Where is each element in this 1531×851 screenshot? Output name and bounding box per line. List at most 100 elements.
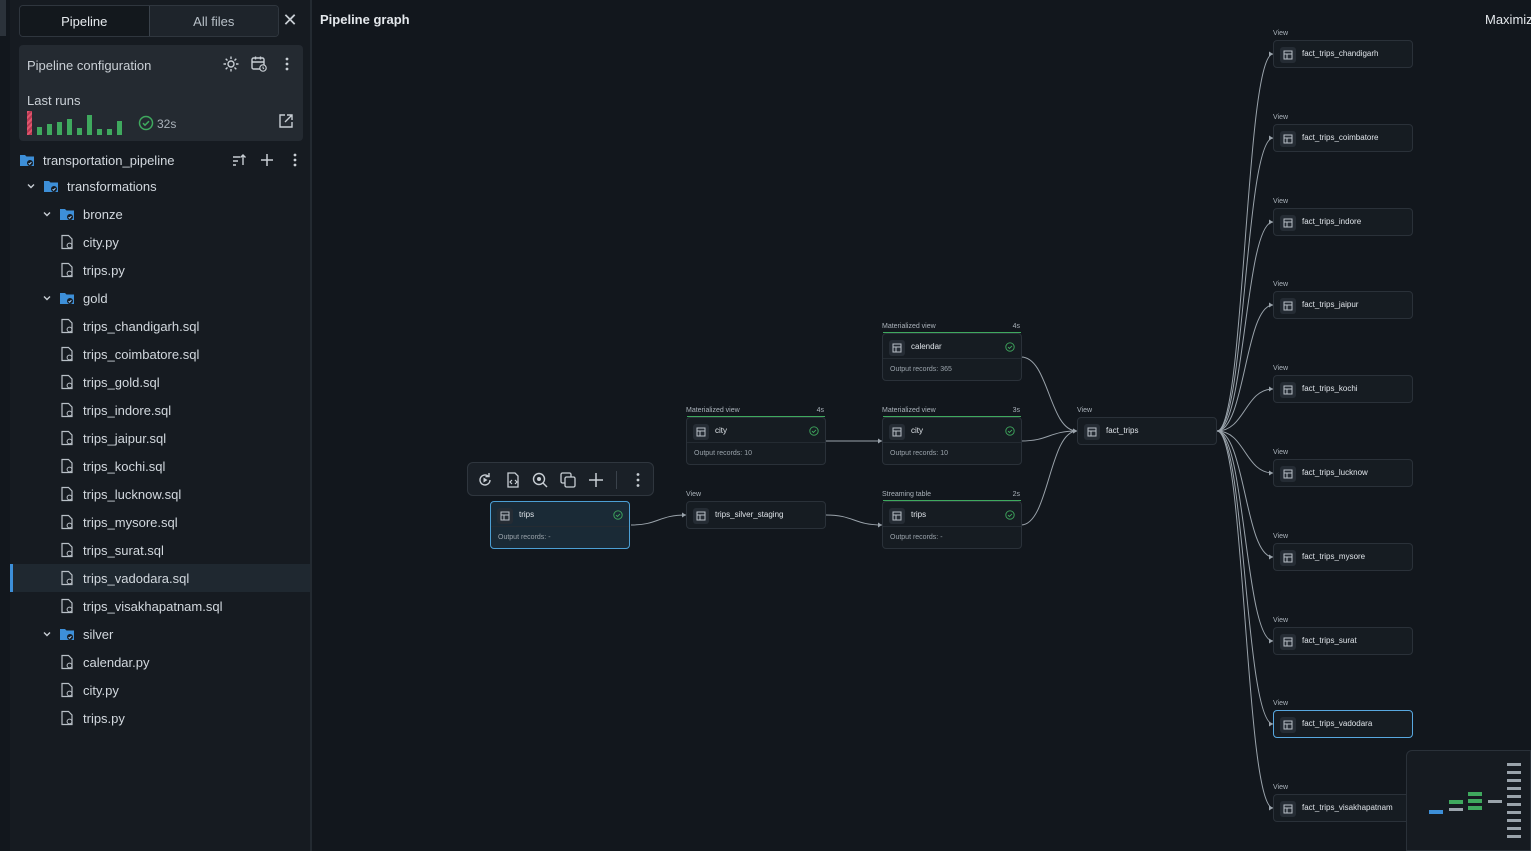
graph-node-card[interactable]: fact_trips_jaipur	[1273, 291, 1413, 319]
graph-node-card[interactable]: trips_silver_staging	[686, 501, 826, 529]
kebab-menu-icon[interactable]	[287, 152, 303, 168]
graph-node-card[interactable]: fact_trips_kochi	[1273, 375, 1413, 403]
node-type-label: View	[1273, 198, 1289, 205]
folder-icon	[60, 209, 74, 220]
run-bar-success[interactable]	[37, 127, 42, 135]
tree-folder-transformations[interactable]: transformations	[10, 172, 310, 200]
code-file-icon[interactable]	[504, 471, 522, 489]
edge-arrow	[682, 512, 686, 518]
tree-file[interactable]: trips_kochi.sql	[10, 452, 310, 480]
node-type-label: View	[1273, 449, 1289, 456]
run-bar-success[interactable]	[67, 119, 72, 135]
tree-file[interactable]: calendar.py	[10, 648, 310, 676]
tree-file[interactable]: trips_indore.sql	[10, 396, 310, 424]
tree-file[interactable]: trips_mysore.sql	[10, 508, 310, 536]
edge-arrow	[1269, 721, 1273, 727]
graph-node-card[interactable]: fact_trips_mysore	[1273, 543, 1413, 571]
node-name: city	[911, 426, 923, 435]
sort-icon[interactable]	[231, 152, 247, 168]
chevron-down-icon[interactable]	[25, 180, 37, 192]
run-bar-success[interactable]	[57, 122, 62, 135]
tree-file[interactable]: trips_lucknow.sql	[10, 480, 310, 508]
tree-file[interactable]: city.py	[10, 676, 310, 704]
chevron-down-icon[interactable]	[41, 208, 53, 220]
node-divider	[883, 442, 1021, 443]
tab-all-files[interactable]: All files	[149, 6, 278, 36]
file-icon	[61, 346, 73, 362]
table-icon	[1280, 634, 1296, 650]
graph-node-card[interactable]: fact_trips_surat	[1273, 627, 1413, 655]
graph-node-card[interactable]: fact_trips_lucknow	[1273, 459, 1413, 487]
schedule-icon[interactable]	[250, 55, 268, 73]
gear-icon[interactable]	[222, 55, 240, 73]
tree-file[interactable]: trips_vadodara.sql	[10, 564, 310, 592]
tree-file[interactable]: trips_chandigarh.sql	[10, 312, 310, 340]
run-bar-success[interactable]	[107, 129, 112, 135]
kebab-menu-icon[interactable]	[278, 55, 296, 73]
run-bar-success[interactable]	[117, 121, 122, 135]
file-icon	[61, 374, 73, 390]
graph-node-card[interactable]: fact_trips	[1077, 417, 1217, 445]
run-bar-success[interactable]	[47, 124, 52, 135]
refresh-icon[interactable]	[476, 471, 494, 489]
tree-file[interactable]: trips.py	[10, 704, 310, 732]
file-label: trips_coimbatore.sql	[83, 346, 200, 362]
table-icon	[693, 424, 709, 440]
tree-folder-silver[interactable]: silver	[10, 620, 310, 648]
graph-node-card[interactable]: fact_trips_vadodara	[1273, 710, 1413, 738]
tree-file[interactable]: trips_jaipur.sql	[10, 424, 310, 452]
node-name: fact_trips_vadodara	[1302, 719, 1373, 728]
chevron-down-icon[interactable]	[41, 292, 53, 304]
run-bar-success[interactable]	[77, 128, 82, 135]
search-data-icon[interactable]	[531, 471, 549, 489]
close-icon[interactable]: ✕	[282, 10, 298, 30]
node-name: city	[715, 426, 727, 435]
edge-arrow	[1269, 470, 1273, 476]
run-bar-failed[interactable]	[27, 111, 32, 135]
pipeline-sidebar: Pipeline All files ✕ Pipeline configurat…	[10, 0, 310, 851]
maximize-button[interactable]: Maximiz	[1485, 12, 1531, 27]
add-icon[interactable]	[587, 471, 605, 489]
tree-folder-bronze[interactable]: bronze	[10, 200, 310, 228]
add-icon[interactable]	[259, 152, 275, 168]
file-label: trips.py	[83, 710, 125, 726]
chevron-down-icon[interactable]	[41, 628, 53, 640]
graph-minimap[interactable]	[1406, 750, 1531, 851]
tab-pipeline[interactable]: Pipeline	[20, 6, 150, 36]
copy-icon[interactable]	[559, 471, 577, 489]
external-link-icon[interactable]	[278, 113, 294, 129]
last-runs-chart[interactable]	[27, 111, 127, 135]
run-bar-success[interactable]	[87, 115, 92, 135]
file-icon	[61, 598, 73, 614]
graph-node-card[interactable]: fact_trips_visakhapatnam	[1273, 794, 1413, 822]
folder-icon	[60, 629, 74, 640]
file-label: trips_vadodara.sql	[83, 570, 190, 586]
last-runs-label: Last runs	[27, 93, 81, 108]
graph-node-card[interactable]: fact_trips_coimbatore	[1273, 124, 1413, 152]
node-output-records: Output records: -	[498, 534, 551, 541]
node-name: fact_trips_jaipur	[1302, 300, 1359, 309]
edge-arrow	[1269, 554, 1273, 560]
graph-edge	[630, 514, 687, 526]
run-bar-success[interactable]	[97, 129, 102, 135]
tree-folder-gold[interactable]: gold	[10, 284, 310, 312]
kebab-menu-icon[interactable]	[629, 471, 647, 489]
graph-node-card[interactable]: fact_trips_indore	[1273, 208, 1413, 236]
tree-file[interactable]: trips.py	[10, 256, 310, 284]
tree-file[interactable]: trips_coimbatore.sql	[10, 340, 310, 368]
tree-root[interactable]: transportation_pipeline	[10, 146, 310, 174]
tree-file[interactable]: trips_gold.sql	[10, 368, 310, 396]
tree-file[interactable]: trips_visakhapatnam.sql	[10, 592, 310, 620]
tree-file[interactable]: trips_surat.sql	[10, 536, 310, 564]
tree-file[interactable]: city.py	[10, 228, 310, 256]
left-rail-tab[interactable]	[0, 0, 6, 36]
sidebar-divider[interactable]	[310, 0, 312, 851]
graph-node-card[interactable]: fact_trips_chandigarh	[1273, 40, 1413, 68]
graph-title: Pipeline graph	[320, 12, 410, 27]
